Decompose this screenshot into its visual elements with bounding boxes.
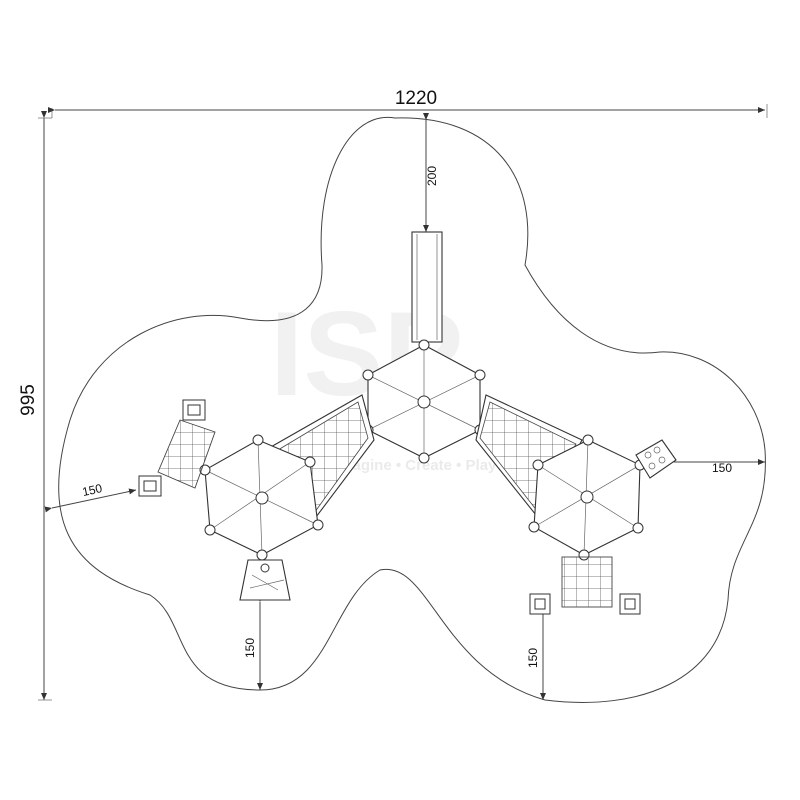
bottom-left-ramp <box>239 559 291 601</box>
bottom-right-climbing-net <box>529 556 641 615</box>
bottom-right-clearance-label: 150 <box>526 648 540 668</box>
slide-clearance-label: 200 <box>425 166 439 186</box>
left-clearance-dimension: 150 <box>44 481 137 513</box>
safety-zone-outline <box>58 116 766 703</box>
slide-clearance-dimension: 200 <box>423 113 439 232</box>
right-clearance-dimension: 150 <box>667 459 765 475</box>
left-clearance-label: 150 <box>81 481 104 499</box>
overall-height-label: 995 <box>18 384 39 416</box>
right-tower <box>528 434 646 561</box>
right-clearance-label: 150 <box>712 461 732 475</box>
left-tower <box>199 434 324 561</box>
central-tower <box>362 339 486 464</box>
bottom-right-clearance-dimension: 150 <box>526 607 548 700</box>
overall-width-label: 1220 <box>395 88 437 109</box>
overall-height-dimension: 995 <box>18 111 52 701</box>
left-climbing-net <box>138 399 216 497</box>
slide <box>411 231 443 343</box>
right-climbing-wall <box>635 439 677 479</box>
bottom-left-clearance-dimension: 150 <box>243 595 263 690</box>
overall-width-dimension: 1220 <box>48 88 768 118</box>
bottom-left-clearance-label: 150 <box>243 638 257 658</box>
watermark-tagline: Imagine • Create • Play <box>335 457 497 474</box>
